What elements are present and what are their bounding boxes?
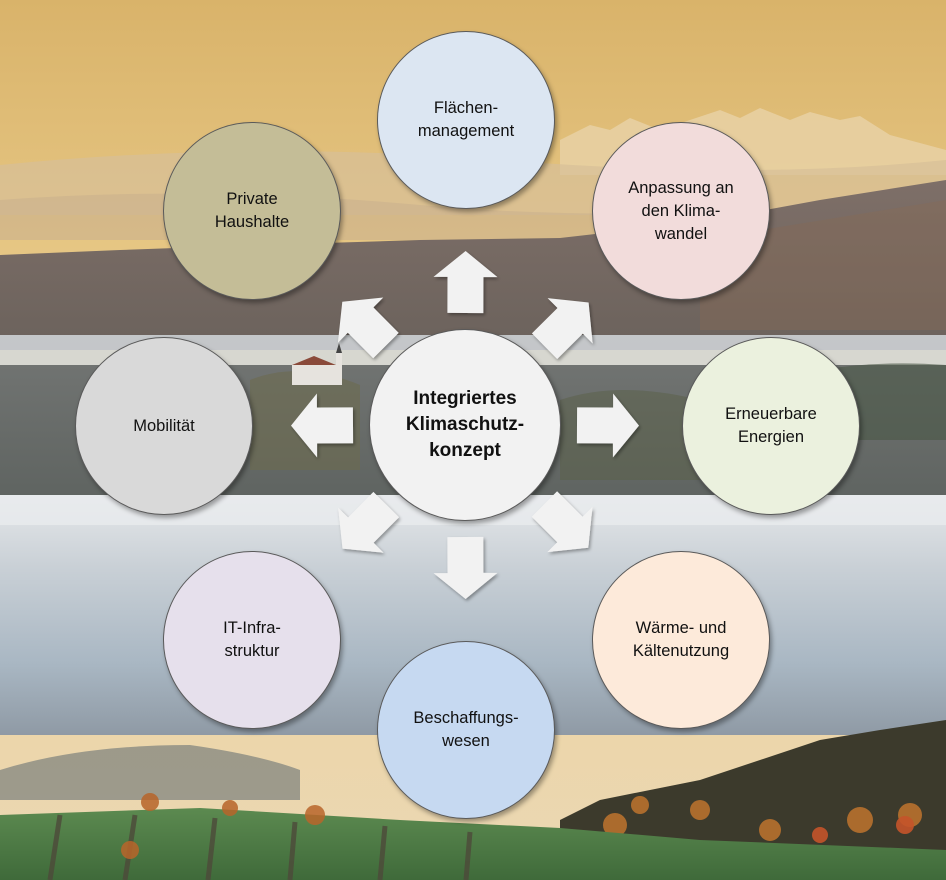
- arrow-to-haushalte: [337, 297, 399, 359]
- node-anpassung: Anpassung an den Klima- wandel: [592, 122, 770, 300]
- node-erneuerbare: Erneuerbare Energien: [682, 337, 860, 515]
- node-it-label: IT-Infra- struktur: [223, 619, 281, 660]
- arrow-to-erneuerbare: [576, 393, 639, 458]
- arrow-to-beschaffung: [433, 536, 498, 599]
- arrow-to-waerme: [531, 491, 593, 553]
- node-waerme-label: Wärme- und Kältenutzung: [632, 619, 730, 660]
- center-node: Integriertes Klimaschutz- konzept: [369, 329, 561, 521]
- node-beschaffung: Beschaffungs- wesen: [377, 641, 555, 819]
- node-waerme: Wärme- und Kältenutzung: [592, 551, 770, 729]
- arrow-to-anpassung: [531, 298, 593, 359]
- center-node-label: Integriertes Klimaschutz- konzept: [405, 388, 525, 461]
- arrow-to-it: [338, 491, 399, 553]
- node-it: IT-Infra- struktur: [163, 551, 341, 729]
- node-mobilitaet: Mobilität: [75, 337, 253, 515]
- node-erneuerbare-label: Erneuerbare Energien: [725, 405, 817, 446]
- node-haushalte: Private Haushalte: [163, 122, 341, 300]
- arrow-to-flaechenmanagement: [433, 251, 498, 314]
- node-anpassung-label: Anpassung an den Klima- wandel: [628, 178, 734, 243]
- node-flaechenmanagement: Flächen- management: [377, 31, 555, 209]
- node-haushalte-label: Private Haushalte: [214, 190, 290, 231]
- node-beschaffung-label: Beschaffungs- wesen: [413, 709, 519, 750]
- arrow-to-mobilitaet: [291, 393, 354, 458]
- node-flaechenmanagement-label: Flächen- management: [417, 99, 515, 140]
- node-mobilitaet-label: Mobilität: [133, 416, 195, 435]
